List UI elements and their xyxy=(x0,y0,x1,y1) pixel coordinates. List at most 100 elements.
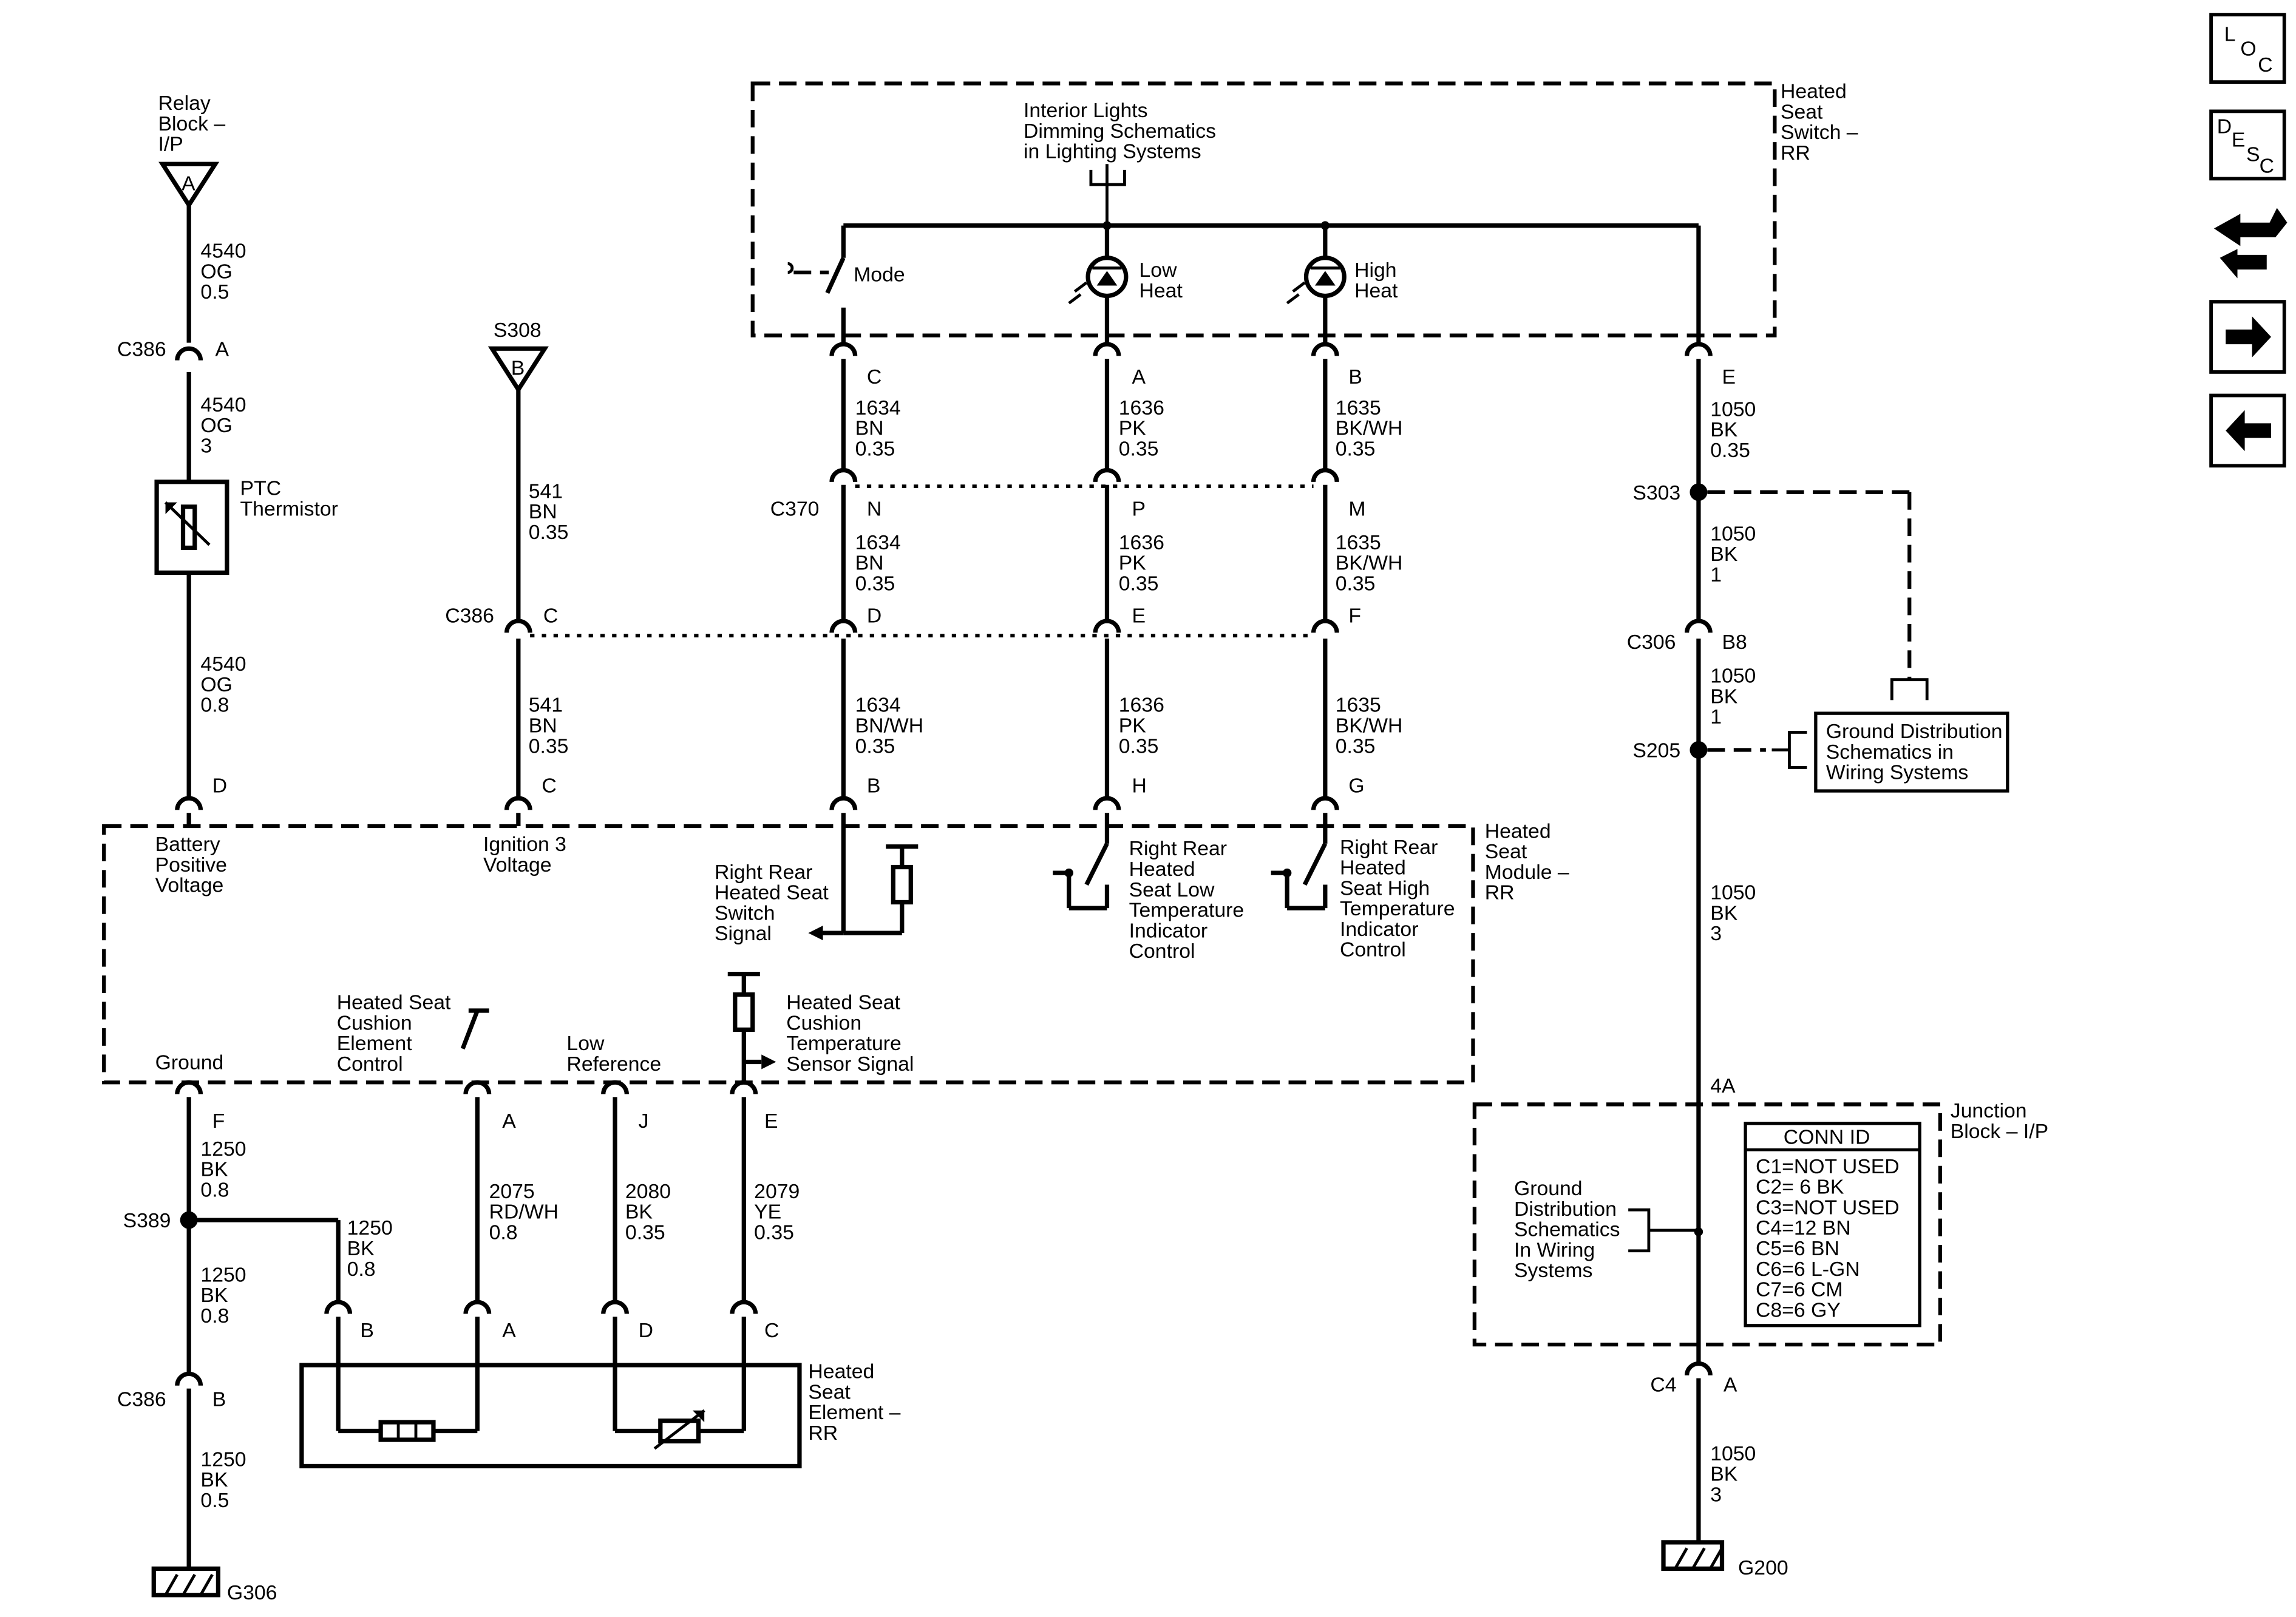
ground-label: Ground xyxy=(155,1051,224,1074)
desc-letter: C xyxy=(2260,155,2274,178)
conn-id-row: C3=NOT USED xyxy=(1756,1196,1900,1219)
pin-a-c386: A xyxy=(216,337,229,361)
conn-id-row: C1=NOT USED xyxy=(1756,1155,1900,1178)
mode-switch-label: Mode xyxy=(854,263,905,286)
c4-label: C4 xyxy=(1650,1373,1676,1396)
desc-letter: D xyxy=(2217,115,2232,138)
s205-label: S205 xyxy=(1632,739,1680,762)
pin-j-lowref: J xyxy=(639,1110,649,1133)
loc-button[interactable]: L O C xyxy=(2209,13,2286,84)
pin-f-ground: F xyxy=(212,1110,225,1133)
g200-label: G200 xyxy=(1738,1556,1788,1579)
desc-letter: E xyxy=(2232,128,2246,151)
arrow-left-icon[interactable] xyxy=(2209,393,2286,468)
desc-letter: S xyxy=(2246,143,2260,166)
conn-id-row: C4=12 BN xyxy=(1756,1216,1851,1239)
heated-seat-switch-box xyxy=(750,81,1777,337)
pin-h-module: H xyxy=(1132,774,1146,797)
pin-a-element: A xyxy=(502,1319,516,1342)
circuit-1634 xyxy=(808,342,919,941)
circuit-1635 xyxy=(1271,342,1339,910)
pin-g-module: G xyxy=(1348,774,1364,797)
module-bottom-circuits xyxy=(151,972,776,1598)
conn-id-row: C5=6 BN xyxy=(1756,1237,1839,1260)
ignition-circuit xyxy=(487,346,549,826)
relay-pin-a: A xyxy=(182,172,195,195)
conn-id-row: C2= 6 BK xyxy=(1756,1176,1844,1199)
loc-letter: L xyxy=(2224,23,2236,46)
battery-feed-circuit xyxy=(154,161,229,826)
ground-circuit-1050 xyxy=(1628,342,1929,1571)
pin-c-ignition: C xyxy=(542,774,556,797)
nav-panel: L O C D E S C xyxy=(2209,13,2288,468)
pin-b-c386: B xyxy=(212,1388,226,1411)
s308-label: S308 xyxy=(494,319,542,342)
pin-4a: 4A xyxy=(1710,1074,1736,1097)
c306-label: C306 xyxy=(1627,631,1676,654)
pin-d-c386: D xyxy=(867,605,881,628)
arrow-right-icon[interactable] xyxy=(2209,300,2286,374)
s303-label: S303 xyxy=(1632,481,1680,504)
ground-hatch-symbols xyxy=(164,1547,1724,1596)
s308-pin-b: B xyxy=(511,357,525,380)
c386-label-mid: C386 xyxy=(445,605,494,628)
conn-id-row: C7=6 CM xyxy=(1756,1278,1843,1301)
wrench-arrows-icon[interactable] xyxy=(2213,208,2288,279)
pin-d-battery: D xyxy=(212,774,227,797)
pin-a-cushion: A xyxy=(502,1110,516,1133)
desc-button[interactable]: D E S C xyxy=(2209,109,2286,181)
pin-c-element: C xyxy=(764,1319,779,1342)
pin-e-temp: E xyxy=(764,1110,778,1133)
loc-letter: O xyxy=(2240,38,2256,61)
pin-d-element: D xyxy=(639,1319,653,1342)
c370-label: C370 xyxy=(770,497,820,520)
conn-id-row: C6=6 L-GN xyxy=(1756,1258,1860,1281)
junction-block-box xyxy=(1472,1102,1943,1347)
pin-m-c370: M xyxy=(1348,497,1365,520)
pin-c-c386: C xyxy=(543,605,558,628)
circuit-1636 xyxy=(1053,342,1121,910)
switch-internals xyxy=(787,164,1701,346)
c386-label-bottom: C386 xyxy=(117,1388,166,1411)
pin-c-switch: C xyxy=(867,365,881,388)
ground-distribution-box xyxy=(1814,711,2009,793)
pin-n-c370: N xyxy=(867,497,881,520)
pin-b-module: B xyxy=(867,774,881,797)
